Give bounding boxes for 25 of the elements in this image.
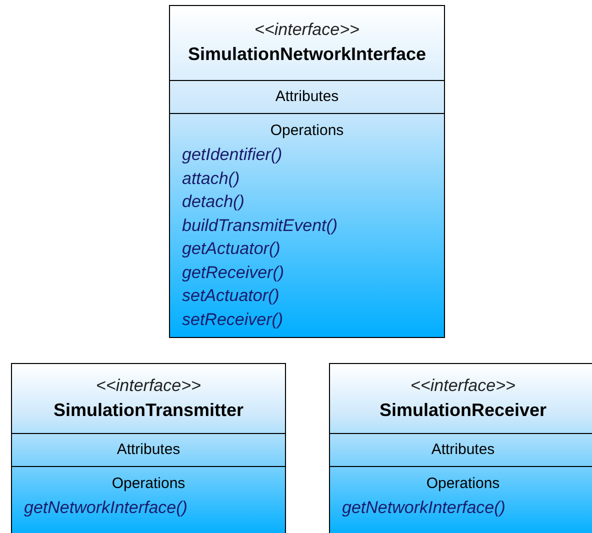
stereotype-text: <<interface>> [254,19,360,41]
operation-text: setReceiver() [182,308,284,330]
operation-text: buildTransmitEvent() [182,214,339,236]
operation-text: getNetworkInterface() [342,497,506,519]
class-name: SimulationTransmitter [53,398,244,422]
class-name: SimulationReceiver [379,398,547,422]
section-title: Operations [426,474,500,494]
operation-text: attach() [182,168,241,190]
class-box [169,5,445,338]
class-name: SimulationNetworkInterface [188,43,426,66]
operation-text: getActuator() [182,238,282,260]
section-title: Attributes [431,440,495,460]
operation-text: getNetworkInterface() [24,497,188,519]
class-box [329,363,592,533]
section-title: Operations [270,121,344,141]
section-title: Operations [112,474,186,494]
section-title: Attributes [275,86,339,107]
operation-text: setActuator() [182,285,280,307]
operation-text: getReceiver() [182,262,286,284]
stereotype-text: <<interface>> [96,374,201,396]
class-box [11,363,286,533]
operation-text: getIdentifier() [182,144,284,166]
stereotype-text: <<interface>> [410,374,516,396]
section-title: Attributes [116,440,180,460]
operation-text: detach() [182,191,246,213]
